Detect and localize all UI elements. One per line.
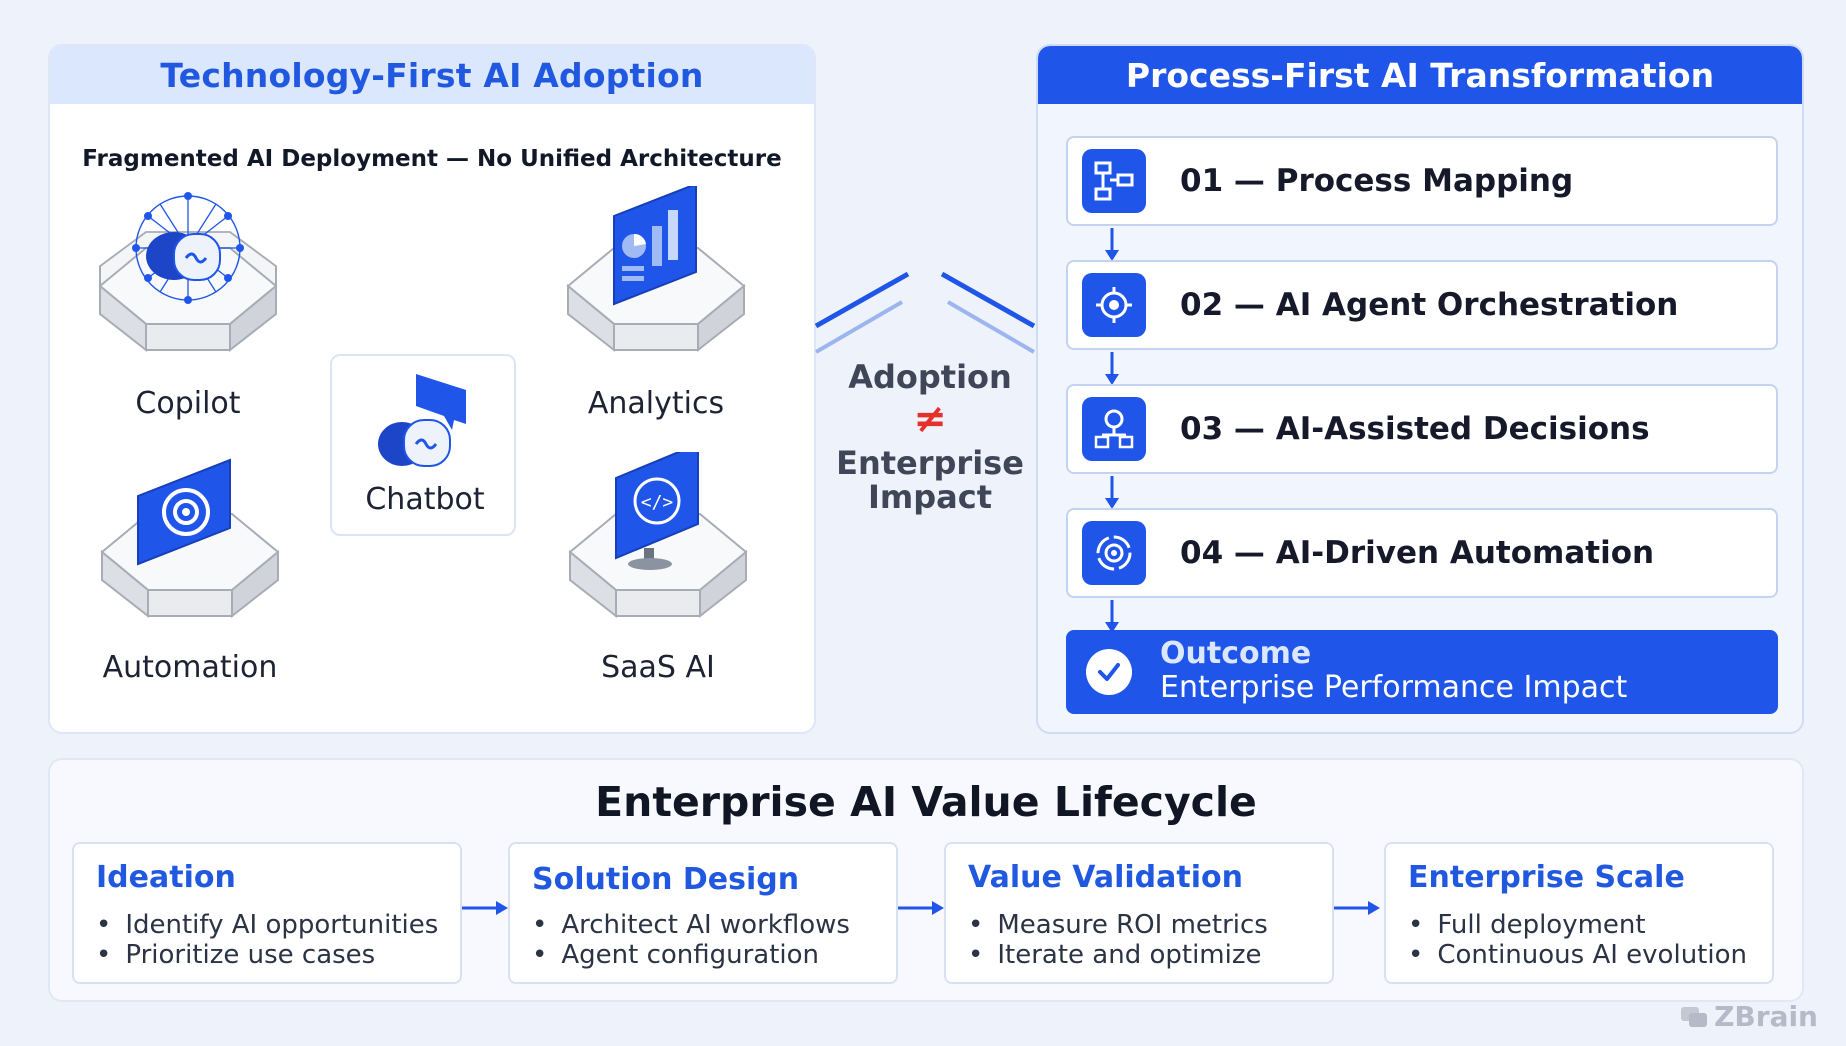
disconnect-lines (814, 271, 1036, 354)
stage-bullet: Agent configuration (532, 940, 850, 970)
chatbot-icon (378, 374, 466, 467)
right-arrow-icon (1334, 901, 1380, 915)
stage-bullet: Prioritize use cases (96, 940, 438, 970)
stage-bullet: Full deployment (1408, 910, 1747, 940)
analytics-item (556, 186, 756, 386)
value-lifecycle-section: Enterprise AI Value Lifecycle Ideation I… (48, 758, 1804, 1002)
left-panel-subtitle: Fragmented AI Deployment — No Unified Ar… (82, 146, 782, 172)
stage-bullet: Identify AI opportunities (96, 910, 438, 940)
left-panel-title: Technology-First AI Adoption (50, 46, 814, 104)
flowchart-icon (1082, 149, 1146, 213)
process-first-panel: Process-First AI Transformation 01 — Pro… (1036, 44, 1804, 734)
svg-text:</>: </> (641, 492, 674, 513)
right-arrow-icon (898, 901, 944, 915)
saas-ai-item: </> (558, 452, 758, 652)
down-arrow-icon (1105, 228, 1119, 261)
automation-gear-icon (100, 458, 280, 619)
agent-gear-icon (1082, 273, 1146, 337)
stage-enterprise-scale: Enterprise Scale Full deployment Continu… (1384, 842, 1774, 984)
saas-ai-label: SaaS AI (601, 650, 715, 685)
not-equal-symbol: ≠ (913, 396, 947, 442)
adoption-text: Adoption (848, 358, 1012, 396)
copilot-network-icon (98, 192, 278, 353)
stage-name: Solution Design (532, 862, 800, 897)
stage-name: Value Validation (968, 860, 1243, 895)
step-2-label: 02 — AI Agent Orchestration (1180, 287, 1679, 323)
automation-label: Automation (102, 650, 278, 685)
stage-ideation: Ideation Identify AI opportunities Prior… (72, 842, 462, 984)
stage-name: Enterprise Scale (1408, 860, 1685, 895)
enterprise-text: Enterprise (836, 444, 1024, 482)
analytics-dashboard-icon (566, 186, 746, 353)
stage-value-validation: Value Validation Measure ROI metrics Ite… (944, 842, 1334, 984)
stage-bullet: Continuous AI evolution (1408, 940, 1747, 970)
step-agent-orchestration: 02 — AI Agent Orchestration (1066, 260, 1778, 350)
stage-name: Ideation (96, 860, 236, 895)
brand-chat-icon (1681, 1006, 1708, 1027)
impact-text: Impact (867, 478, 992, 516)
down-arrow-icon (1105, 600, 1119, 633)
automation-item (90, 452, 290, 652)
check-icon (1086, 649, 1132, 695)
brand-name: ZBrain (1714, 1000, 1818, 1033)
stage-bullet: Architect AI workflows (532, 910, 850, 940)
copilot-label: Copilot (135, 386, 241, 421)
down-arrow-icon (1105, 352, 1119, 385)
right-panel-title: Process-First AI Transformation (1038, 46, 1802, 104)
stage-bullet: Iterate and optimize (968, 940, 1268, 970)
step-1-label: 01 — Process Mapping (1180, 163, 1574, 199)
chatbot-item: Chatbot (330, 354, 516, 536)
step-process-mapping: 01 — Process Mapping (1066, 136, 1778, 226)
outcome-box: Outcome Enterprise Performance Impact (1066, 630, 1778, 714)
step-assisted-decisions: 03 — AI-Assisted Decisions (1066, 384, 1778, 474)
technology-first-panel: Technology-First AI Adoption Fragmented … (48, 44, 816, 734)
step-4-label: 04 — AI-Driven Automation (1180, 535, 1655, 571)
decision-icon (1082, 397, 1146, 461)
outcome-text: Enterprise Performance Impact (1160, 670, 1628, 705)
chatbot-label: Chatbot (365, 482, 485, 517)
step-3-label: 03 — AI-Assisted Decisions (1180, 411, 1650, 447)
brand-logo: ZBrain (1680, 1000, 1818, 1033)
outcome-title: Outcome (1160, 636, 1312, 671)
stage-bullet: Measure ROI metrics (968, 910, 1268, 940)
down-arrow-icon (1105, 476, 1119, 509)
lifecycle-title: Enterprise AI Value Lifecycle (595, 778, 1257, 826)
automation-cycle-icon (1082, 521, 1146, 585)
saas-monitor-icon: </> (568, 452, 748, 619)
analytics-label: Analytics (587, 386, 725, 421)
stage-solution-design: Solution Design Architect AI workflows A… (508, 842, 898, 984)
step-driven-automation: 04 — AI-Driven Automation (1066, 508, 1778, 598)
right-arrow-icon (462, 901, 508, 915)
copilot-item (88, 186, 288, 386)
